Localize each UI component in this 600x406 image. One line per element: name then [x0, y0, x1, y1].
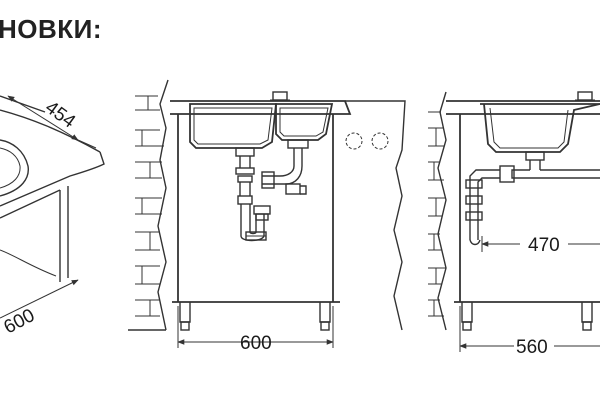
double-sink	[189, 91, 334, 149]
dimension-560: 560	[459, 306, 600, 358]
cabinet-right	[446, 100, 600, 331]
dimension-600-middle: 600	[177, 306, 334, 354]
section-title: НОВКИ:	[0, 14, 102, 44]
dimension-label-600-left: 600	[0, 305, 38, 338]
brick-wall-middle	[128, 79, 169, 331]
dimension-label-470: 470	[528, 235, 560, 256]
brick-wall-right	[428, 91, 447, 331]
siphon-right	[465, 151, 600, 246]
dimension-label-560: 560	[516, 337, 548, 358]
dimension-label-600-middle: 600	[240, 333, 272, 354]
dimension-470: 470	[481, 232, 600, 256]
wall-sockets	[345, 132, 389, 150]
cabinet-middle	[170, 100, 352, 331]
dimension-label-454: 454	[41, 97, 79, 133]
dimension-454: 454	[7, 95, 97, 149]
wall-middle-right	[345, 100, 406, 331]
siphon	[235, 139, 309, 242]
sink-side-right	[480, 91, 600, 153]
dimension-600-left: 600	[0, 279, 79, 338]
